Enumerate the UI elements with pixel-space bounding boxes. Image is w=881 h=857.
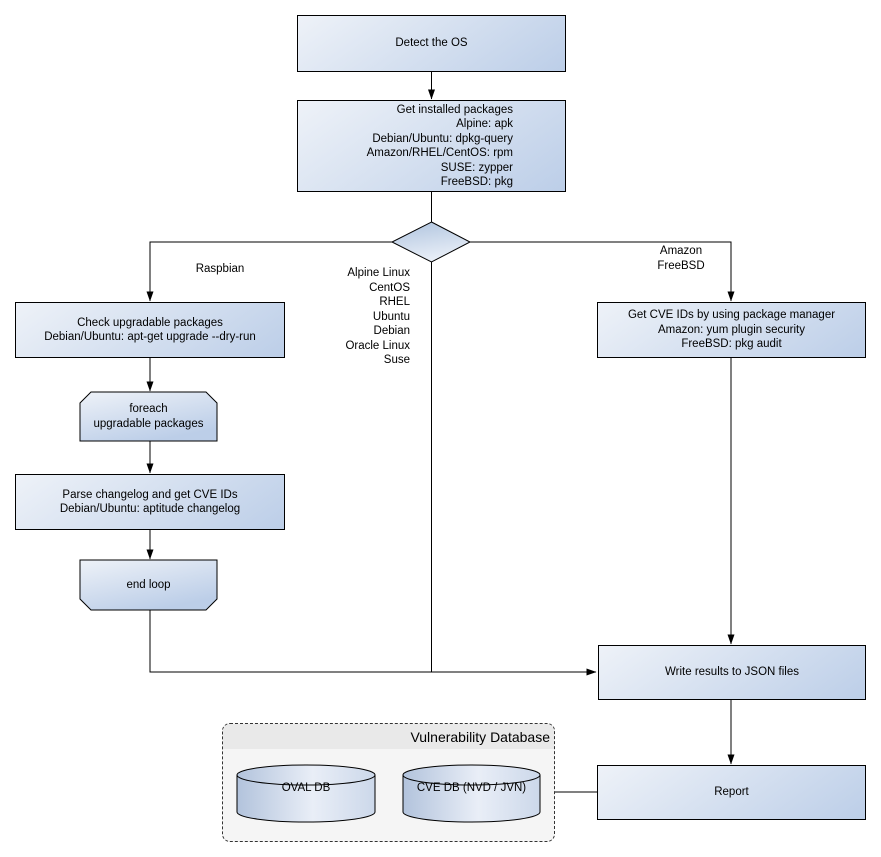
oval-db-cylinder (236, 764, 376, 823)
node-get-cve-ids-label: Get CVE IDs by using package manager Ama… (627, 309, 836, 351)
edge-endloop-to-write-json (149, 610, 597, 676)
foreach-loop-label: foreach upgradable packages (93, 403, 204, 430)
node-parse-changelog-label: Parse changelog and get CVE IDs Debian/U… (59, 488, 241, 516)
node-get-installed-packages-label: Get installed packages Alpine: apk Debia… (366, 103, 513, 189)
edge-decision-to-check-upgradable (146, 241, 392, 302)
foreach-loop-shape (79, 391, 218, 442)
edge-label-amazon-freebsd: Amazon FreeBSD (657, 245, 705, 272)
node-write-json: Write results to JSON files (598, 645, 866, 700)
edge-label-os-list: Alpine Linux CentOS RHEL Ubuntu Debian O… (345, 267, 410, 366)
end-loop-shape (79, 559, 218, 611)
node-detect-os-label: Detect the OS (395, 37, 468, 50)
cve-db-label: CVE DB (NVD / JVN) (416, 782, 527, 794)
node-get-installed-packages: Get installed packages Alpine: apk Debia… (297, 100, 566, 192)
node-report-label: Report (714, 786, 749, 799)
edge-label-raspbian: Raspbian (195, 263, 245, 275)
edge-decision-to-get-cve (470, 241, 735, 302)
node-detect-os: Detect the OS (297, 15, 566, 72)
vulnerability-database-title: Vulnerability Database (410, 728, 550, 745)
node-write-json-label: Write results to JSON files (665, 666, 799, 679)
vulnerability-database-header: Vulnerability Database (223, 724, 554, 749)
node-get-cve-ids: Get CVE IDs by using package manager Ama… (597, 302, 866, 358)
node-check-upgradable-label: Check upgradable packages Debian/Ubuntu:… (44, 316, 256, 344)
oval-db-label: OVAL DB (281, 782, 331, 794)
node-check-upgradable: Check upgradable packages Debian/Ubuntu:… (15, 302, 285, 358)
cve-db-cylinder (402, 764, 541, 823)
decision-diamond (390, 221, 472, 263)
node-parse-changelog: Parse changelog and get CVE IDs Debian/U… (15, 474, 285, 530)
end-loop-label: end loop (126, 579, 171, 591)
node-report: Report (597, 765, 866, 820)
